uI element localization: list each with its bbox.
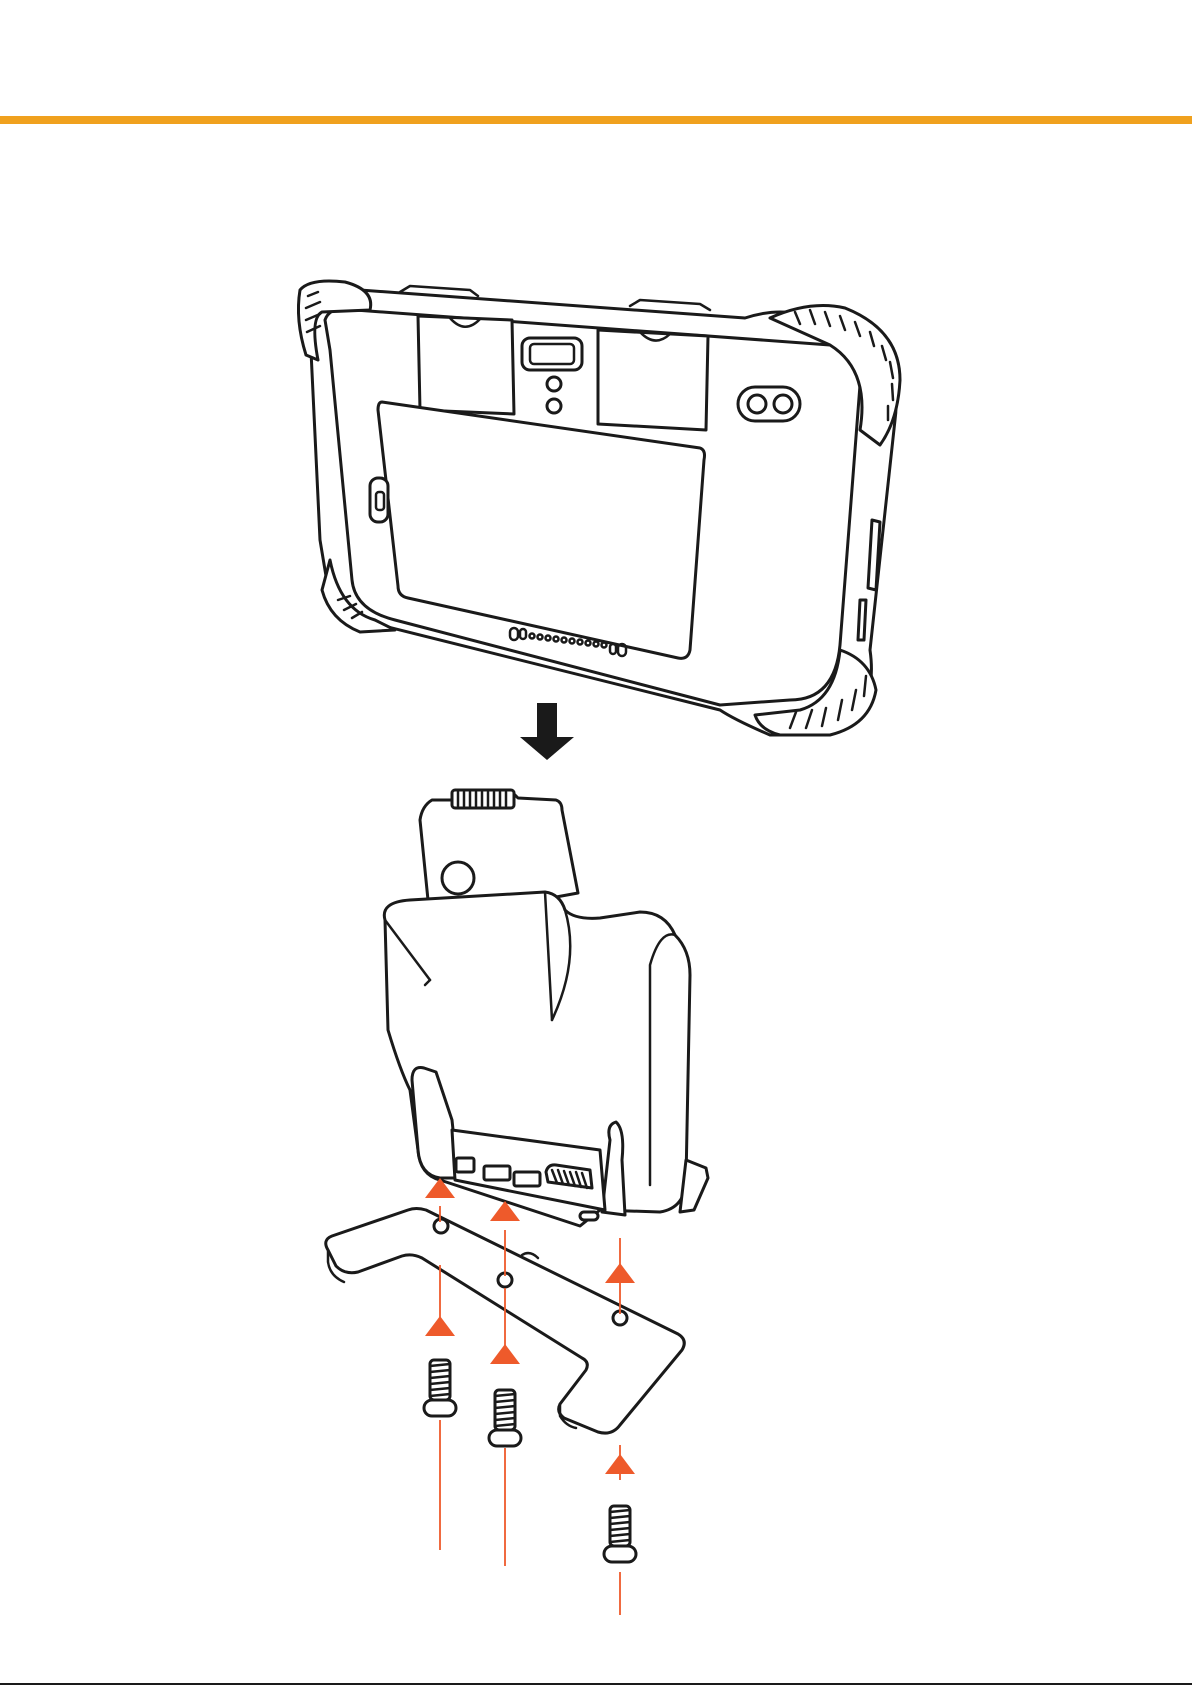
arrow-down-icon	[520, 703, 574, 760]
arrow-up-icon	[605, 1263, 635, 1283]
arrow-up-icon	[605, 1454, 635, 1474]
dock-cradle	[384, 790, 708, 1226]
arrow-up-icon	[490, 1344, 520, 1364]
arrow-up-icon	[425, 1316, 455, 1336]
screw-1	[424, 1360, 456, 1416]
tablet-rear-view	[298, 281, 900, 735]
screw-3	[604, 1506, 636, 1562]
screw-2	[489, 1390, 521, 1446]
